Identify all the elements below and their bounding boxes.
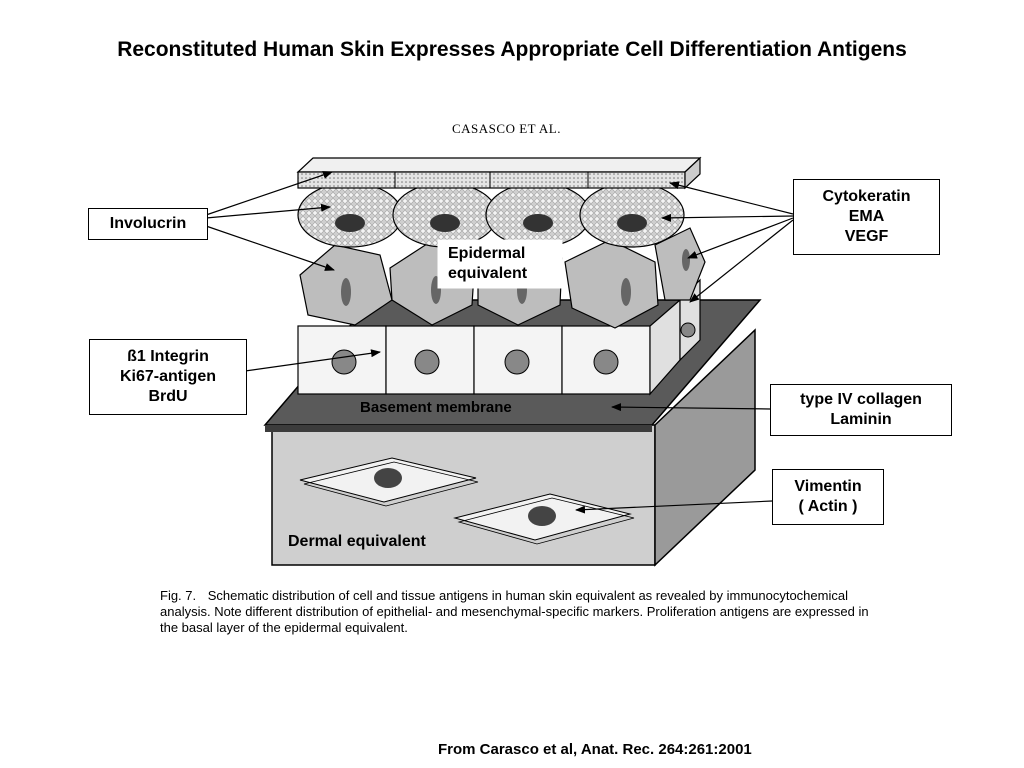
slide-title: Reconstituted Human Skin Expresses Appro…	[117, 38, 907, 61]
vimentin-arrow	[575, 500, 773, 514]
vimentin-box: Vimentin ( Actin )	[772, 469, 884, 525]
fibroblast-cells	[299, 457, 635, 545]
integrin-arrow	[244, 349, 381, 372]
cornified-layer	[296, 156, 702, 190]
brdu-label: BrdU	[148, 388, 188, 405]
actin-label: ( Actin )	[798, 498, 858, 515]
laminin-label: Laminin	[830, 411, 892, 428]
ki67-label: Ki67-antigen	[119, 368, 216, 385]
figure-caption: Fig. 7. Schematic distribution of cell a…	[160, 588, 890, 636]
integrin-box: ß1 Integrin Ki67-antigen BrdU	[89, 339, 247, 415]
cytokeratin-label: Cytokeratin	[822, 188, 911, 205]
epidermal-label: Epidermal equivalent	[448, 244, 527, 284]
involucrin-arrows	[205, 171, 335, 271]
collagen-label: type IV collagen	[800, 391, 922, 408]
figure-number: Fig. 7.	[160, 588, 197, 603]
basement-membrane-label: Basement membrane	[360, 399, 512, 416]
cytokeratin-arrows	[661, 181, 794, 303]
involucrin-label: Involucrin	[109, 215, 187, 232]
collagen-box: type IV collagen Laminin	[770, 384, 952, 436]
ema-label: EMA	[848, 208, 885, 225]
integrin-label: ß1 Integrin	[127, 348, 209, 365]
figure-header: CASASCO ET AL.	[452, 121, 561, 136]
caption-text: Schematic distribution of cell and tissu…	[160, 588, 869, 635]
dermal-label: Dermal equivalent	[288, 533, 426, 550]
epidermal-label-line1: Epidermal	[448, 245, 526, 262]
source-credit: From Carasco et al, Anat. Rec. 264:261:2…	[438, 741, 752, 758]
epidermal-label-line2: equivalent	[448, 265, 528, 282]
granular-layer	[297, 182, 685, 248]
epidermal-label-bg	[437, 239, 563, 289]
vimentin-label: Vimentin	[794, 478, 862, 495]
involucrin-box: Involucrin	[88, 208, 208, 240]
basal-layer	[297, 278, 701, 396]
collagen-arrow	[611, 403, 771, 412]
cytokeratin-box: Cytokeratin EMA VEGF	[793, 179, 940, 255]
vegf-label: VEGF	[844, 228, 889, 245]
